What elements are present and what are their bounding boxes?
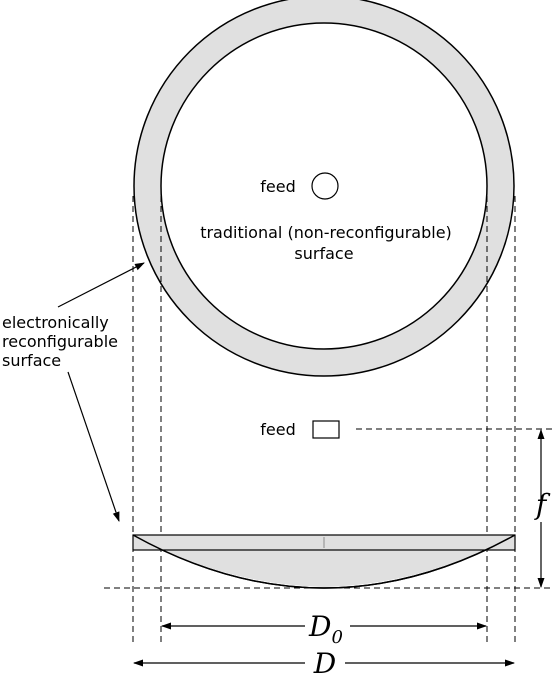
- pointer-arrow-to-ring: [57, 262, 145, 308]
- feed-label-side: feed: [260, 420, 295, 439]
- pointer-arrow-to-side-ring: [67, 371, 120, 522]
- dish-reconfigurable-band-left: [133, 535, 324, 587]
- traditional-surface-label-line2: surface: [294, 244, 353, 263]
- traditional-surface-label-line1: traditional (non-reconfigurable): [200, 223, 452, 242]
- dish-profile-outline: [132, 534, 516, 589]
- feed-label-top: feed: [260, 177, 295, 196]
- feed-circle-icon: [311, 172, 339, 200]
- electronic-surface-label-line1: electronically: [2, 313, 109, 332]
- focal-length-symbol: f: [534, 488, 551, 521]
- electronic-surface-label-line2: reconfigurable: [2, 332, 118, 351]
- projection-lines: [132, 196, 516, 643]
- feed-rectangle-icon: [312, 420, 340, 439]
- inner-diameter-symbol: D0: [308, 610, 343, 648]
- dish-reconfigurable-band-right: [324, 535, 515, 587]
- outer-diameter-symbol: D: [313, 647, 336, 676]
- electronic-surface-label-line3: surface: [2, 351, 61, 370]
